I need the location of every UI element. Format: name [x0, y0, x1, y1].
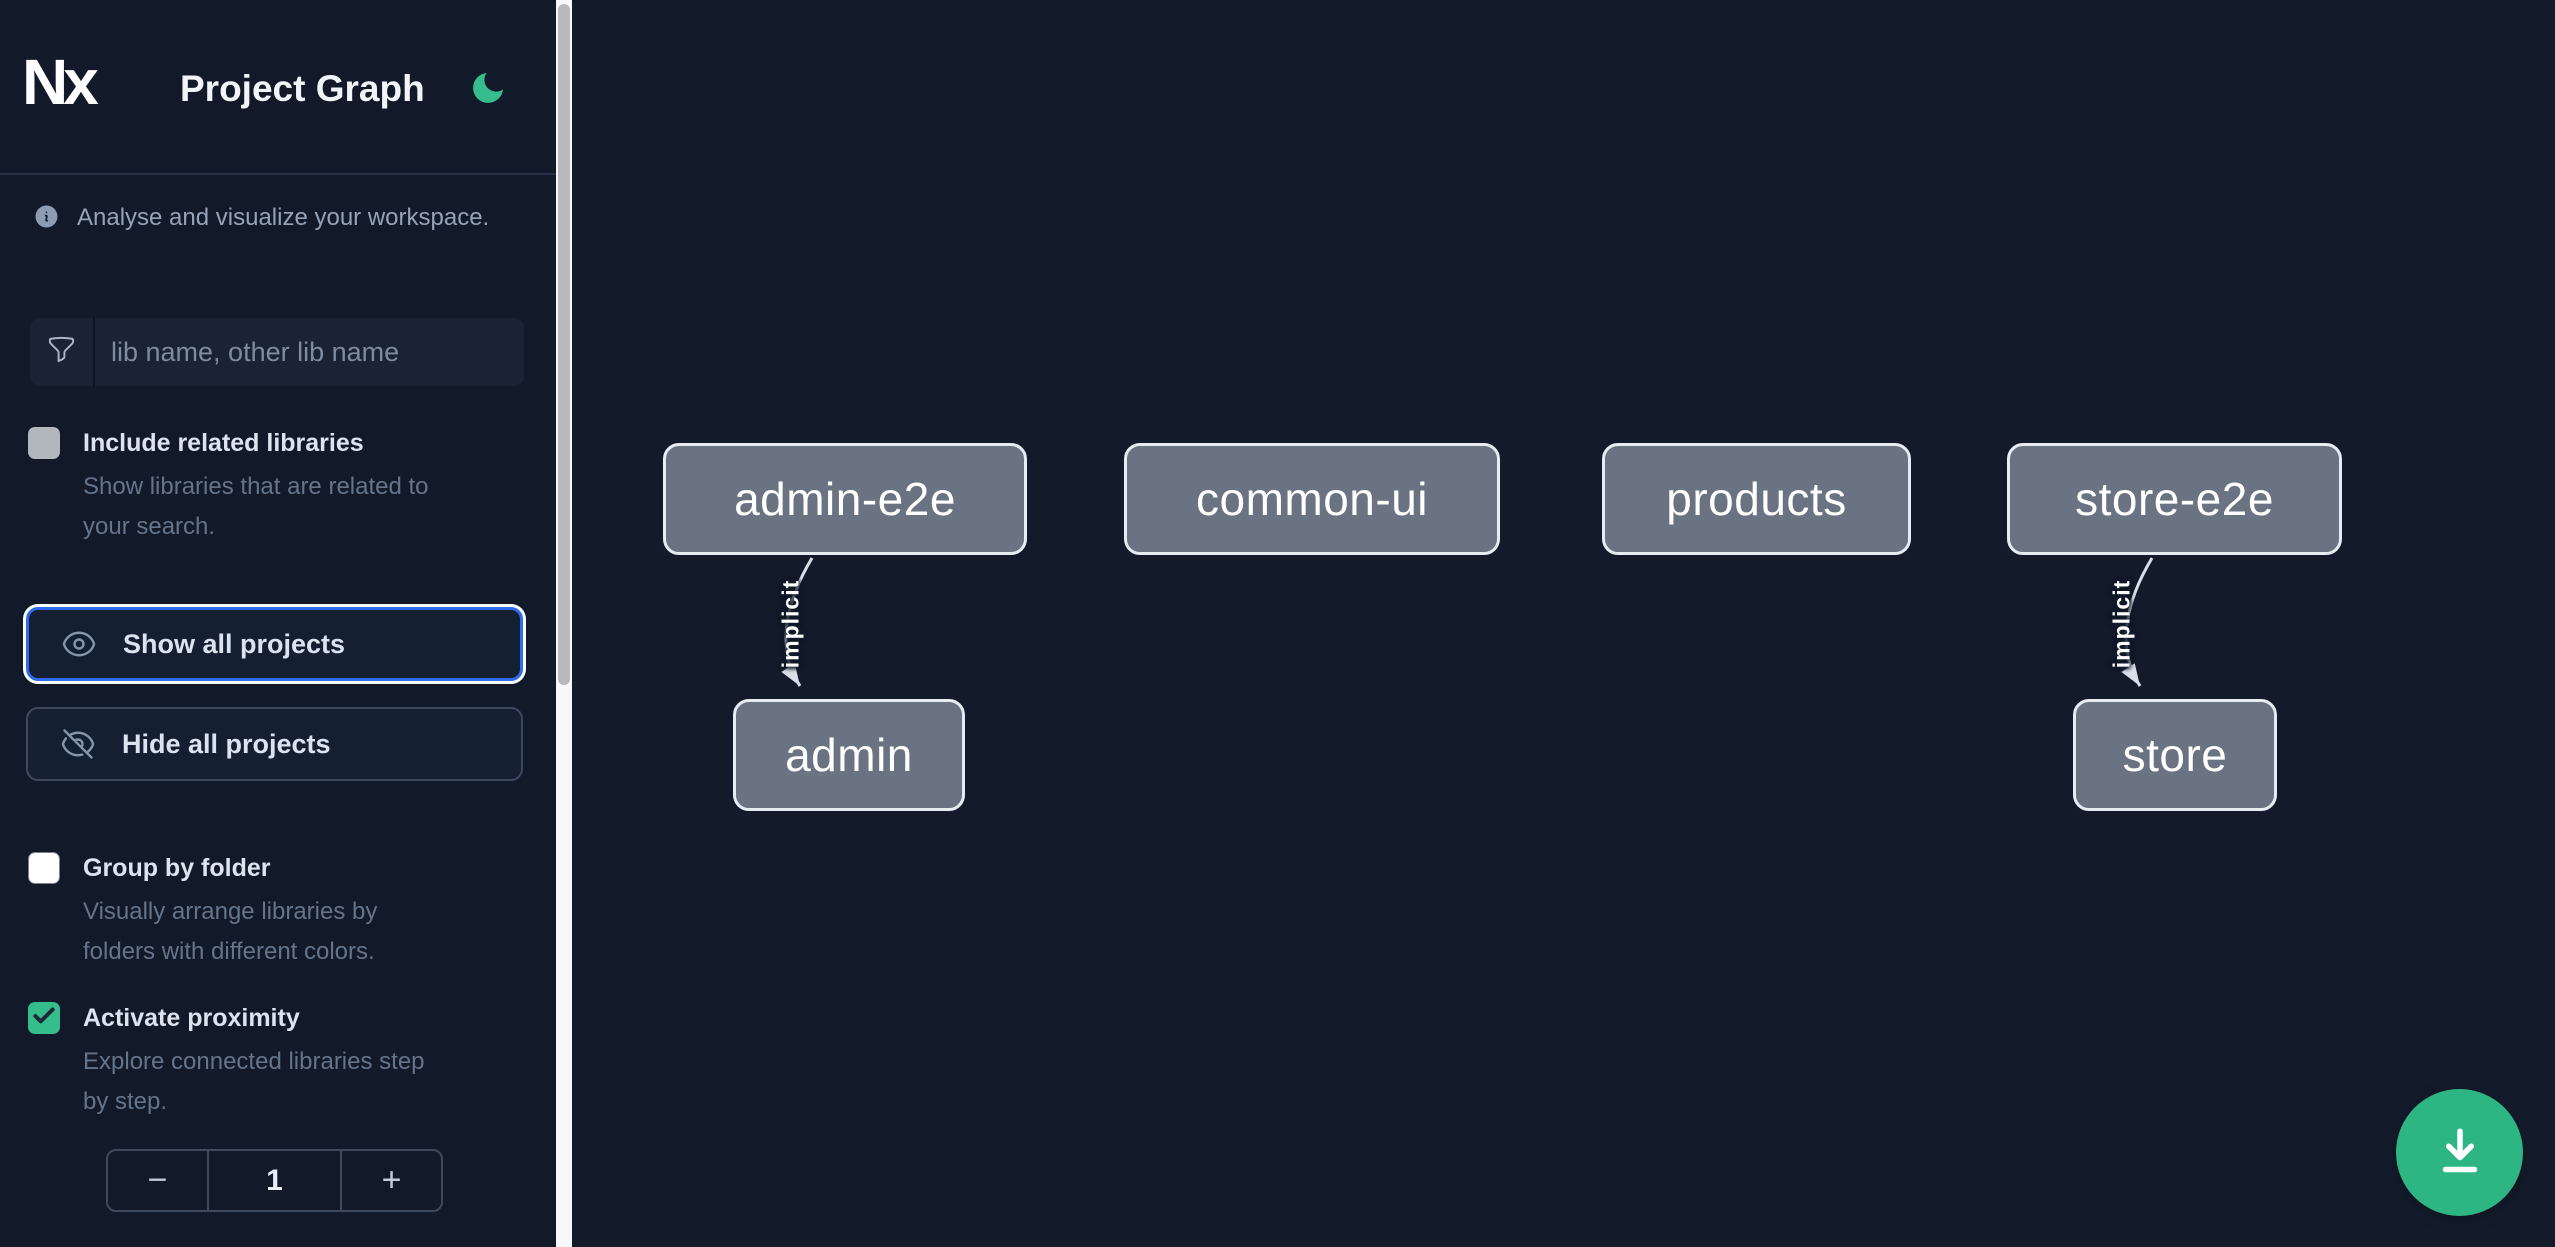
sidebar-scrollbar-track [556, 0, 572, 1247]
activate-proximity-label: Activate proximity [83, 1004, 300, 1032]
moon-icon [468, 73, 508, 112]
eye-slash-icon [60, 726, 96, 762]
node-products[interactable]: products [1602, 443, 1911, 555]
node-admin[interactable]: admin [733, 699, 965, 811]
group-by-folder-checkbox[interactable] [28, 852, 60, 884]
download-icon [2430, 1120, 2490, 1185]
graph-canvas[interactable] [572, 0, 2555, 1247]
filter-input[interactable] [95, 318, 524, 386]
tagline-text: Analyse and visualize your workspace. [77, 204, 490, 231]
filter-icon-cell [30, 318, 95, 386]
funnel-icon [46, 334, 77, 370]
checkmark-icon [31, 1003, 57, 1034]
stepper-value: 1 [207, 1151, 342, 1210]
nx-logo: Nx [22, 46, 99, 118]
group-by-folder-block: Group by folder Visually arrange librari… [28, 852, 528, 972]
dark-mode-toggle[interactable] [468, 68, 508, 108]
include-related-label: Include related libraries [83, 429, 364, 457]
sidebar-header: Nx Project Graph [0, 0, 556, 175]
decrement-button[interactable]: − [108, 1151, 207, 1210]
node-store-e2e[interactable]: store-e2e [2007, 443, 2342, 555]
show-all-projects-button[interactable]: Show all projects [26, 607, 523, 681]
sidebar: Nx Project Graph Analyse and visualize y… [0, 0, 556, 1247]
group-by-folder-description: Visually arrange libraries by folders wi… [83, 898, 378, 965]
info-icon [33, 203, 60, 230]
node-common-ui[interactable]: common-ui [1124, 443, 1500, 555]
node-store[interactable]: store [2073, 699, 2277, 811]
node-admin-e2e[interactable]: admin-e2e [663, 443, 1027, 555]
activate-proximity-checkbox[interactable] [28, 1002, 60, 1034]
workspace-info: Analyse and visualize your workspace. [33, 203, 489, 233]
filter-box [30, 318, 524, 386]
activate-proximity-description: Explore connected libraries step by step… [83, 1048, 425, 1115]
include-related-description: Show libraries that are related to your … [83, 473, 429, 540]
download-graph-button[interactable] [2396, 1089, 2523, 1216]
page-title: Project Graph [180, 68, 425, 109]
eye-icon [61, 626, 97, 662]
show-all-projects-label: Show all projects [123, 628, 346, 659]
edge-label-implicit-2: implicit [2108, 579, 2135, 669]
edge-label-implicit-1: implicit [777, 579, 804, 669]
increment-button[interactable]: + [342, 1151, 441, 1210]
hide-all-projects-button[interactable]: Hide all projects [26, 707, 523, 781]
sidebar-scrollbar-thumb[interactable] [558, 4, 570, 685]
proximity-depth-stepper: − 1 + [106, 1149, 443, 1212]
group-by-folder-label: Group by folder [83, 854, 271, 882]
include-related-block: Include related libraries Show libraries… [28, 427, 528, 547]
include-related-checkbox[interactable] [28, 427, 60, 459]
activate-proximity-block: Activate proximity Explore connected lib… [28, 1002, 528, 1122]
hide-all-projects-label: Hide all projects [122, 728, 331, 759]
